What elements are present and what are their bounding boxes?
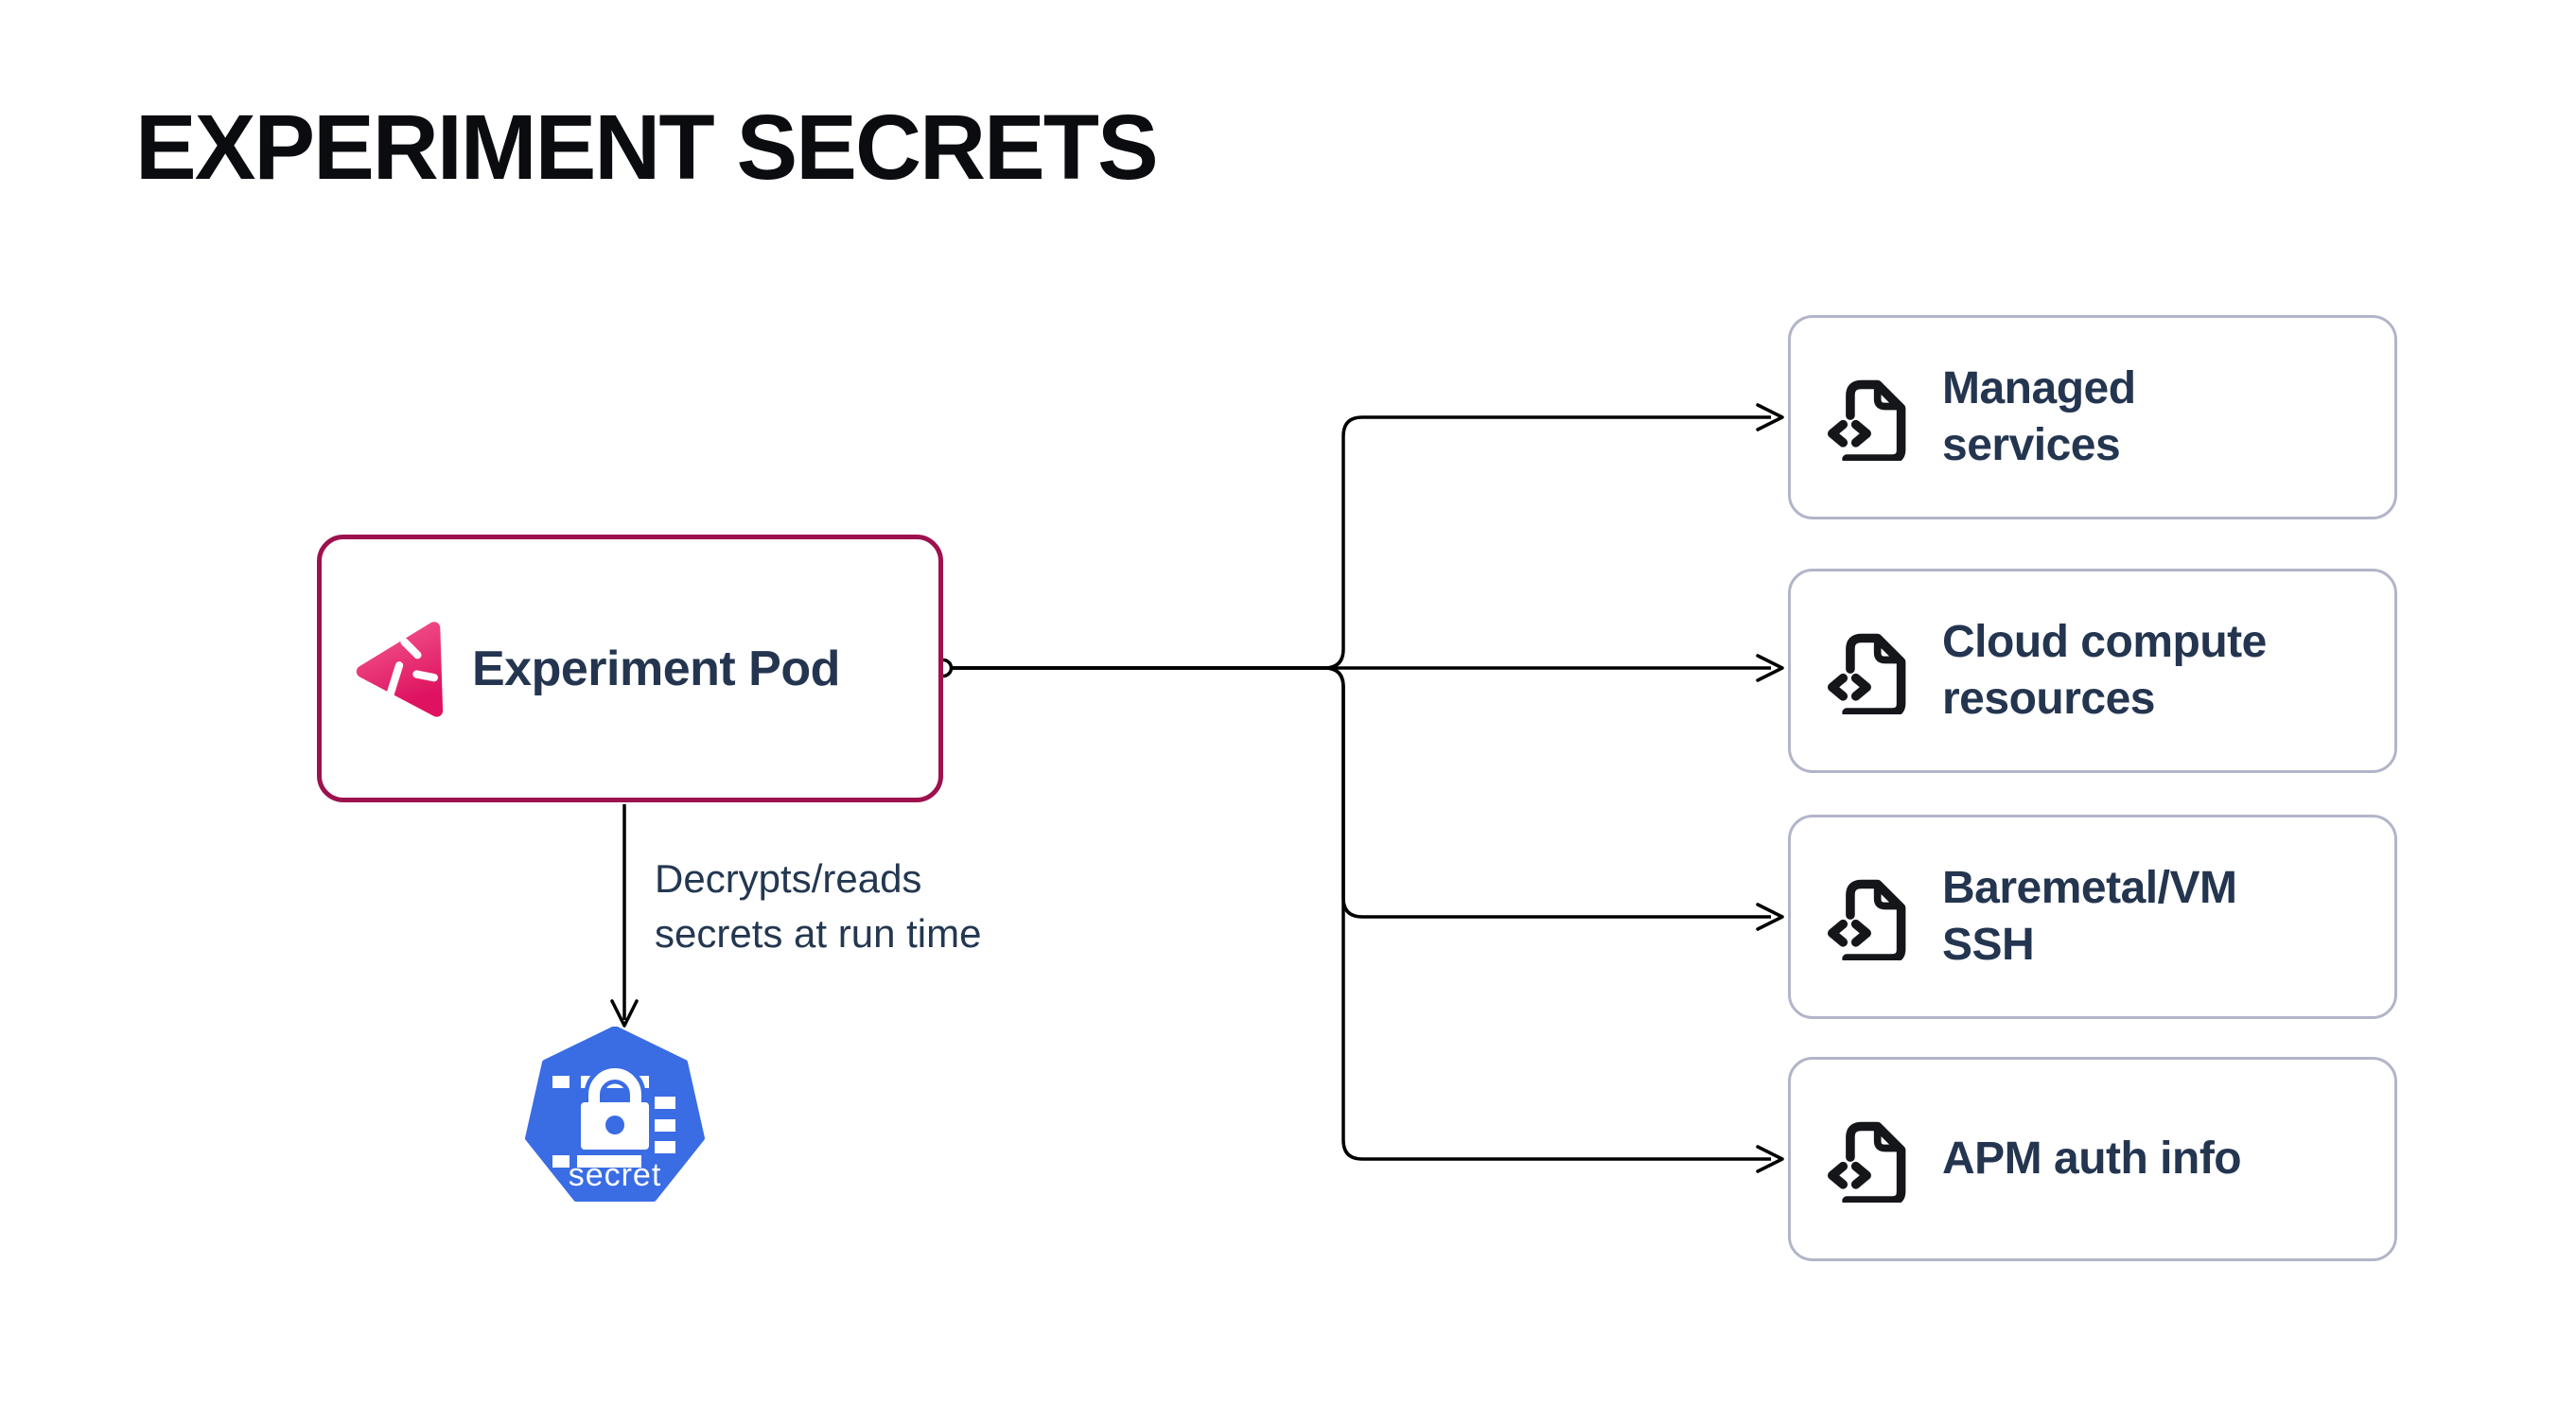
- target-label-line: services: [1942, 420, 2121, 470]
- page-title: EXPERIMENT SECRETS: [135, 96, 1159, 199]
- arrowhead-baremetal-ssh: [1756, 903, 1784, 931]
- arrowhead-cloud-compute: [1756, 654, 1784, 682]
- edge-note-line-1: Decrypts/reads: [655, 856, 922, 901]
- target-label-line: APM auth info: [1942, 1134, 2242, 1184]
- target-label-baremetal-ssh: Baremetal/VM SSH: [1942, 860, 2237, 974]
- target-label-cloud-compute: Cloud compute resources: [1942, 614, 2267, 728]
- target-box-managed-services[interactable]: Managed services: [1788, 315, 2397, 519]
- litmus-experiment-icon: [355, 620, 444, 718]
- target-box-apm-auth[interactable]: APM auth info: [1788, 1057, 2397, 1261]
- arrowhead-apm-auth: [1756, 1145, 1784, 1173]
- edge-to-managed-services: [952, 415, 1771, 670]
- target-box-baremetal-ssh[interactable]: Baremetal/VM SSH: [1788, 815, 2397, 1019]
- experiment-pod-node[interactable]: Experiment Pod: [317, 535, 943, 802]
- arrowhead-secret: [610, 999, 639, 1028]
- secret-node-label: secret: [569, 1157, 662, 1193]
- target-label-apm-auth: APM auth info: [1942, 1131, 2242, 1187]
- edge-to-baremetal-ssh: [952, 666, 1771, 919]
- arrowhead-managed-services: [1756, 403, 1784, 431]
- target-label-line: Baremetal/VM: [1942, 863, 2237, 913]
- file-code-icon: [1827, 1116, 1914, 1203]
- target-label-line: Cloud compute: [1942, 617, 2267, 667]
- target-label-line: SSH: [1942, 920, 2035, 970]
- target-label-managed-services: Managed services: [1942, 360, 2136, 474]
- edge-to-apm-auth: [952, 666, 1771, 1161]
- edge-note: Decrypts/reads secrets at run time: [655, 852, 981, 961]
- file-code-icon: [1827, 873, 1914, 960]
- file-code-icon: [1827, 627, 1914, 714]
- file-code-icon: [1827, 374, 1914, 461]
- target-label-line: Managed: [1942, 363, 2136, 413]
- edge-note-line-2: secrets at run time: [655, 910, 982, 956]
- target-box-cloud-compute[interactable]: Cloud compute resources: [1788, 569, 2397, 773]
- experiment-pod-label: Experiment Pod: [472, 641, 840, 696]
- kubernetes-secret-icon: secret: [525, 1026, 705, 1202]
- kubernetes-secret-node[interactable]: secret: [522, 1026, 708, 1212]
- target-label-line: resources: [1942, 674, 2155, 724]
